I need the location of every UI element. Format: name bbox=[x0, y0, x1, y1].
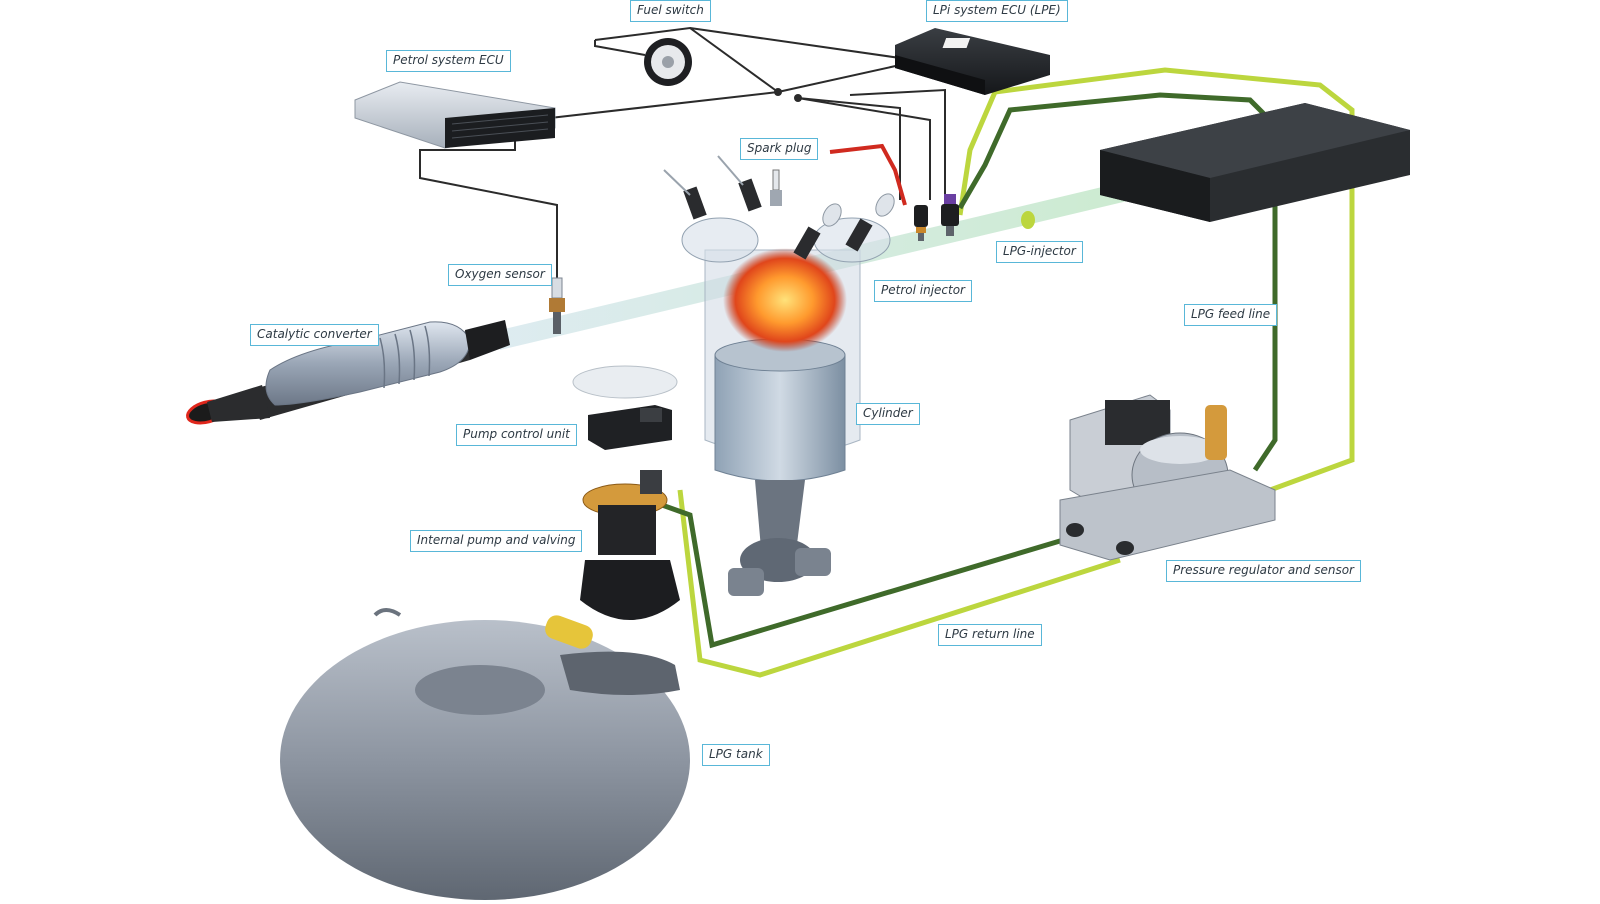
wire-to-lpg-injector bbox=[797, 97, 931, 200]
petrol-injector bbox=[914, 205, 928, 241]
fuel-switch bbox=[644, 38, 692, 86]
internal-pump bbox=[580, 470, 680, 620]
label-lpg-feed-line: LPG feed line bbox=[1184, 304, 1278, 326]
wire-junction-1 bbox=[774, 88, 782, 96]
oxygen-sensor bbox=[549, 277, 565, 334]
air-filter-box bbox=[1100, 103, 1410, 222]
lpi-ecu bbox=[895, 28, 1050, 95]
label-lpg-return-line: LPG return line bbox=[938, 624, 1042, 646]
spark-plug bbox=[770, 169, 782, 206]
label-oxygen-sensor: Oxygen sensor bbox=[448, 264, 552, 286]
wire-ecu-to-oxygen-sensor bbox=[419, 140, 558, 280]
label-cylinder: Cylinder bbox=[856, 403, 920, 425]
combustion-flame bbox=[723, 248, 847, 352]
label-lpg-injector: LPG-injector bbox=[996, 241, 1083, 263]
wire-to-lpe-1 bbox=[777, 64, 901, 93]
label-pump-control-unit: Pump control unit bbox=[456, 424, 577, 446]
wire-junction-2 bbox=[794, 94, 802, 102]
wire-to-lpe-2 bbox=[689, 27, 901, 59]
label-lpi-ecu: LPi system ECU (LPE) bbox=[926, 0, 1068, 22]
label-petrol-ecu: Petrol system ECU bbox=[386, 50, 511, 72]
petrol-ecu bbox=[354, 81, 556, 149]
label-catalytic-converter: Catalytic converter bbox=[250, 324, 379, 346]
wire-fuel-switch-left bbox=[594, 40, 646, 56]
label-fuel-switch: Fuel switch bbox=[630, 0, 711, 22]
label-spark-plug: Spark plug bbox=[740, 138, 819, 160]
red-ignition-wire bbox=[829, 143, 907, 206]
pressure-regulator bbox=[1059, 394, 1276, 561]
wire-petrol-ecu-to-junction bbox=[549, 91, 779, 119]
label-petrol-injector: Petrol injector bbox=[874, 280, 972, 302]
wire-to-petrol-injector bbox=[797, 97, 901, 200]
engine-cylinder bbox=[663, 155, 895, 596]
pump-control-unit bbox=[572, 365, 678, 450]
lpg-feed-line bbox=[677, 67, 1355, 678]
label-lpg-tank: LPG tank bbox=[702, 744, 770, 766]
catalytic-converter bbox=[186, 320, 510, 425]
lpg-injector bbox=[941, 194, 959, 236]
wiring-harness bbox=[419, 26, 946, 280]
beam-marker bbox=[1021, 211, 1035, 229]
lpg-tank bbox=[280, 608, 690, 900]
label-pressure-regulator: Pressure regulator and sensor bbox=[1166, 560, 1361, 582]
wire-lpe-to-injector bbox=[849, 88, 946, 205]
label-internal-pump: Internal pump and valving bbox=[410, 530, 583, 552]
